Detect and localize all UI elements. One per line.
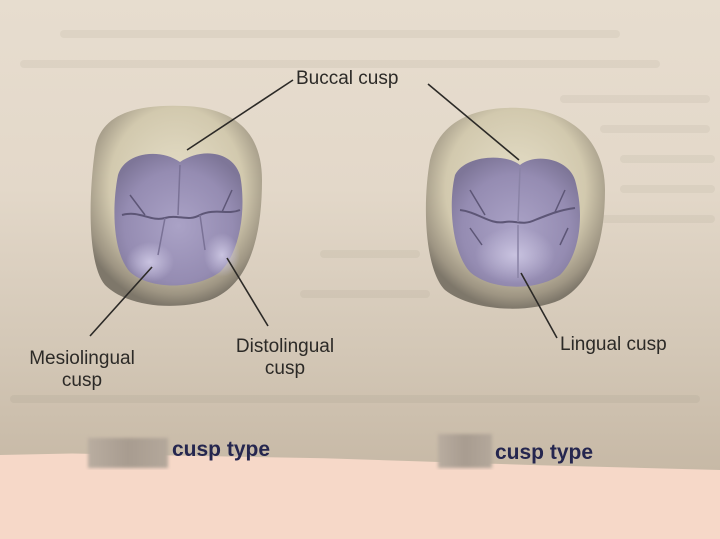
bottom-strip	[0, 470, 720, 539]
label-lingual-cusp: Lingual cusp	[560, 334, 667, 355]
left-molar	[90, 105, 263, 306]
label-mesiolingual-line2: cusp	[61, 370, 103, 391]
redacted-answer-left	[88, 438, 168, 468]
label-distolingual-line2: cusp	[264, 358, 306, 379]
caption-right: cusp type	[495, 441, 594, 464]
caption-left: cusp type	[172, 438, 271, 461]
leader-lines	[89, 79, 558, 339]
label-mesiolingual-line1: Mesiolingual	[29, 348, 135, 369]
label-mesiolingual-cusp: Mesiolingual cusp	[12, 348, 152, 392]
molar-diagram	[89, 79, 605, 339]
label-buccal-cusp: Buccal cusp	[296, 68, 399, 89]
label-distolingual-line1: Distolingual	[235, 336, 335, 357]
redacted-answer-right	[438, 434, 492, 468]
right-molar	[425, 107, 605, 309]
faded-background-text	[10, 30, 715, 403]
label-distolingual-cusp: Distolingual cusp	[220, 336, 350, 380]
